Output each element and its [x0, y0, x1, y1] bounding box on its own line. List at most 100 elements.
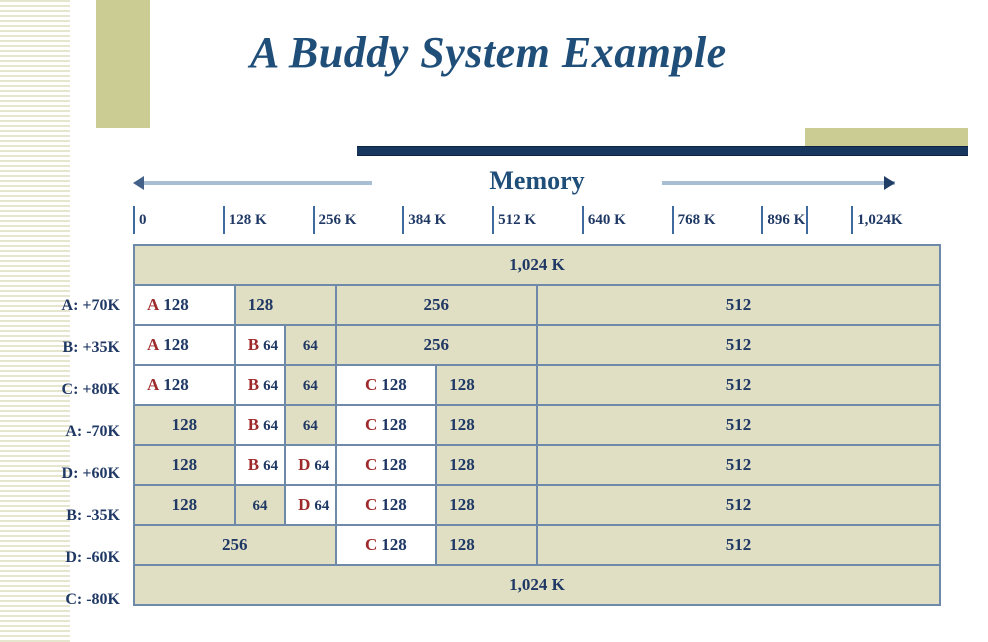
block-size: 128	[449, 415, 475, 434]
memory-block-free: 128	[133, 484, 236, 526]
block-size: 128	[171, 455, 198, 474]
block-size: 64	[302, 378, 318, 394]
block-size: 128	[163, 335, 189, 354]
memory-block-free: 512	[536, 324, 941, 366]
operation-label-d60k: D: -60K	[65, 549, 120, 566]
block-tag: B	[247, 455, 260, 474]
block-tag: B	[247, 335, 260, 354]
scale-end-tick	[806, 206, 808, 234]
block-tag: A	[147, 295, 160, 314]
block-size: 256	[222, 535, 248, 554]
navy-rule-bar	[357, 146, 968, 156]
memory-block-free: 128	[133, 404, 236, 446]
block-size: 512	[725, 415, 752, 434]
operation-label-b35k: B: -35K	[66, 507, 120, 524]
scale-tick-1: 128 K	[222, 204, 313, 236]
memory-header-band: Memory	[133, 166, 941, 200]
memory-block-free: 128	[435, 484, 538, 526]
block-tag: A	[147, 335, 160, 354]
scale-tick-6: 768 K	[671, 204, 762, 236]
memory-block-free: 64	[284, 404, 337, 446]
block-size: 256	[423, 335, 450, 354]
block-size: 512	[725, 295, 752, 314]
right-arrow-icon	[662, 181, 895, 185]
operation-label-c80k: C: +80K	[61, 381, 120, 398]
memory-block-free: 128	[435, 404, 538, 446]
block-size: 64	[302, 338, 318, 354]
left-stripe-decoration	[0, 0, 70, 642]
scale-tick-3: 384 K	[402, 204, 492, 236]
memory-label: Memory	[489, 166, 585, 195]
block-tag: B	[247, 375, 260, 394]
memory-block-free: 1,024 K	[133, 564, 941, 606]
block-size: 128	[449, 455, 475, 474]
memory-block-free: 64	[233, 484, 287, 526]
scale-tick-4: 512 K	[492, 204, 582, 236]
block-size: 128	[381, 535, 407, 554]
scale-tick-8: 1,024K	[851, 204, 941, 236]
block-tag: A	[147, 375, 160, 394]
memory-block-free: 128	[435, 364, 538, 406]
scale-tick-5: 640 K	[581, 204, 672, 236]
block-size: 64	[314, 498, 330, 514]
block-size: 64	[314, 458, 330, 474]
block-size: 128	[171, 415, 198, 434]
block-size: 256	[423, 295, 450, 314]
operation-label-d60k: D: +60K	[61, 465, 120, 482]
block-size: 128	[247, 295, 274, 314]
page-title: A Buddy System Example	[250, 28, 727, 77]
block-tag: C	[364, 535, 378, 554]
block-tag: D	[298, 455, 311, 474]
block-size: 128	[449, 495, 475, 514]
block-size: 64	[263, 338, 279, 354]
block-size: 512	[725, 335, 752, 354]
scale-tick-7: 896 K	[761, 204, 851, 236]
table-row: 1,024 K	[133, 244, 941, 286]
scale-tick-2: 256 K	[312, 204, 403, 236]
block-size: 64	[302, 418, 318, 434]
operation-label-a70k: A: +70K	[61, 297, 120, 314]
block-tag: D	[298, 495, 311, 514]
memory-block-free: 128	[435, 444, 538, 486]
block-size: 512	[725, 455, 752, 474]
block-size: 64	[263, 458, 279, 474]
memory-block-free: 1,024 K	[133, 244, 941, 286]
block-size: 128	[381, 495, 407, 514]
block-size: 128	[449, 375, 475, 394]
block-size: 512	[725, 535, 752, 554]
memory-block-free: 64	[284, 364, 337, 406]
block-size: 128	[163, 295, 189, 314]
memory-block-free: 512	[536, 284, 941, 326]
memory-block-free: 512	[536, 404, 941, 446]
table-row: 1,024 K	[133, 564, 941, 606]
memory-block-free: 256	[334, 284, 538, 326]
scale-tick-0: 0	[133, 204, 223, 236]
memory-block-free: 512	[536, 444, 941, 486]
block-tag: C	[364, 415, 378, 434]
operation-label-b35k: B: +35K	[62, 339, 120, 356]
block-tag: B	[247, 415, 260, 434]
block-size: 128	[381, 415, 407, 434]
block-size: 128	[163, 375, 189, 394]
block-size: 512	[725, 495, 752, 514]
memory-block-free: 512	[536, 524, 941, 566]
right-arrowhead-icon	[884, 176, 895, 190]
memory-block-free: 128	[435, 524, 538, 566]
operation-label-c80k: C: -80K	[65, 591, 120, 608]
